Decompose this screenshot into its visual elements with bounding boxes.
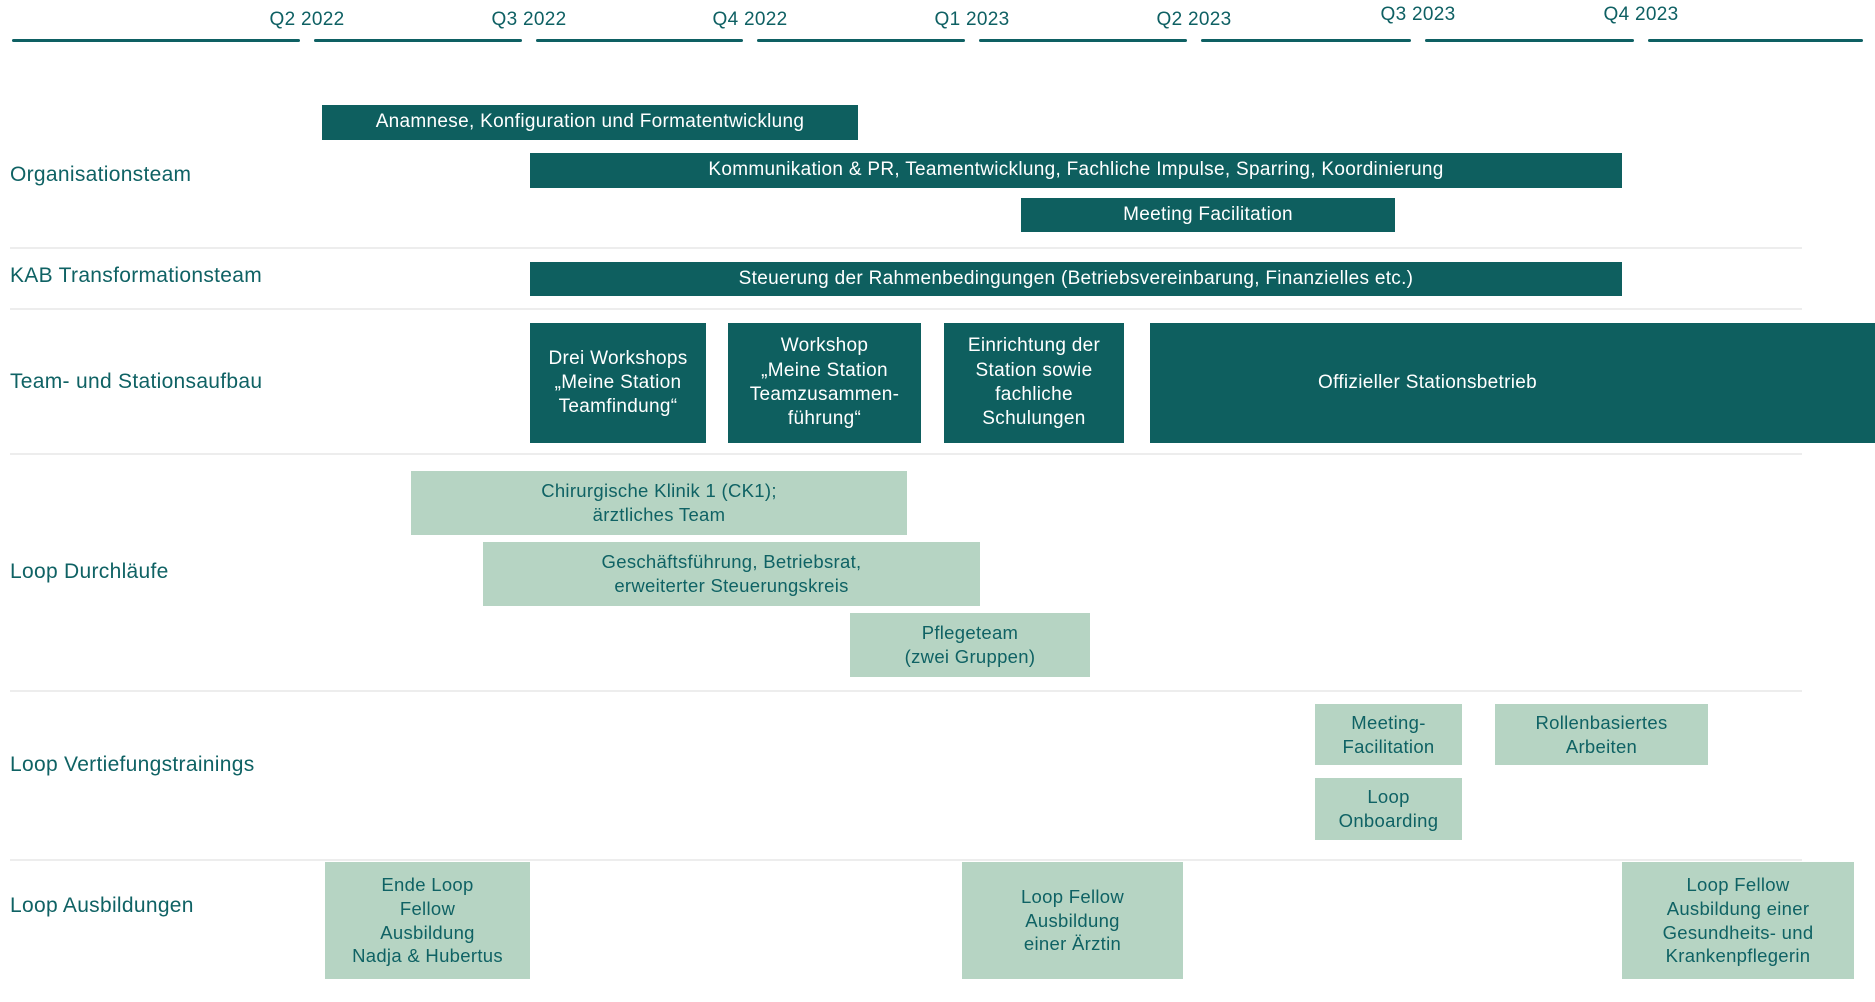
quarter-label-q1-2023: Q1 2023	[934, 9, 1010, 30]
bar-kommunikation-pr: Kommunikation & PR, Teamentwicklung, Fac…	[530, 153, 1622, 188]
quarter-label-q3-2023: Q3 2023	[1380, 4, 1456, 25]
bar-anamnese-konfiguration: Anamnese, Konfiguration und Formatentwic…	[322, 105, 858, 140]
quarter-label-q2-2022: Q2 2022	[269, 9, 345, 30]
bar-loop-fellow-ausbildung-aerztin: Loop Fellow Ausbildung einer Ärztin	[962, 862, 1183, 979]
axis-line-segment	[979, 39, 1187, 42]
quarter-label-q3-2022: Q3 2022	[491, 9, 567, 30]
bar-pflegeteam: Pflegeteam (zwei Gruppen)	[850, 613, 1090, 677]
row-label-team-und-stationsaufbau: Team- und Stationsaufbau	[10, 370, 263, 393]
axis-line-segment	[536, 39, 743, 42]
axis-line-segment	[1425, 39, 1634, 42]
bar-loop-fellow-ausbildung-pflegerin: Loop Fellow Ausbildung einer Gesundheits…	[1622, 862, 1854, 979]
row-divider	[10, 308, 1802, 310]
bar-meeting-facilitation: Meeting Facilitation	[1021, 198, 1395, 232]
bar-offizieller-stationsbetrieb: Offizieller Stationsbetrieb	[1150, 323, 1875, 443]
row-label-kab-transformationsteam: KAB Transformationsteam	[10, 264, 262, 287]
bar-meeting-facilitation-training: Meeting- Facilitation	[1315, 704, 1462, 765]
axis-line-segment	[757, 39, 965, 42]
bar-steuerung-rahmenbedingungen: Steuerung der Rahmenbedingungen (Betrieb…	[530, 262, 1622, 296]
quarter-label-q4-2023: Q4 2023	[1603, 4, 1679, 25]
row-label-loop-vertiefungstrainings: Loop Vertiefungstrainings	[10, 753, 255, 776]
row-divider	[10, 859, 1802, 861]
axis-line-segment	[1201, 39, 1411, 42]
bar-workshop-teamzusammenfuehrung: Workshop „Meine Station Teamzusammen- fü…	[728, 323, 921, 443]
bar-drei-workshops-teamfindung: Drei Workshops „Meine Station Teamfindun…	[530, 323, 706, 443]
row-label-loop-durchlaeufe: Loop Durchläufe	[10, 560, 169, 583]
axis-line-segment	[314, 39, 522, 42]
bar-rollenbasiertes-arbeiten: Rollenbasiertes Arbeiten	[1495, 704, 1708, 765]
bar-einrichtung-station: Einrichtung der Station sowie fachliche …	[944, 323, 1124, 443]
bar-loop-onboarding: Loop Onboarding	[1315, 778, 1462, 840]
quarter-label-q4-2022: Q4 2022	[712, 9, 788, 30]
bar-geschaeftsfuehrung-betriebsrat: Geschäftsführung, Betriebsrat, erweitert…	[483, 542, 980, 606]
bar-chirurgische-klinik: Chirurgische Klinik 1 (CK1); ärztliches …	[411, 471, 907, 535]
axis-line-segment	[12, 39, 300, 42]
row-divider	[10, 690, 1802, 692]
row-label-loop-ausbildungen: Loop Ausbildungen	[10, 894, 194, 917]
row-divider	[10, 247, 1802, 249]
row-label-organisationsteam: Organisationsteam	[10, 163, 192, 186]
axis-line-segment	[1648, 39, 1863, 42]
bar-ende-loop-fellow-ausbildung: Ende Loop Fellow Ausbildung Nadja & Hube…	[325, 862, 530, 979]
row-divider	[10, 453, 1802, 455]
quarter-label-q2-2023: Q2 2023	[1156, 9, 1232, 30]
